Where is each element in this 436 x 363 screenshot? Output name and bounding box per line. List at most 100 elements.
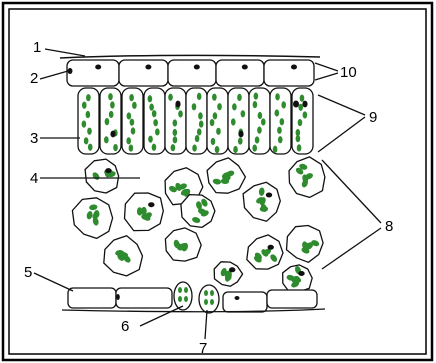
nucleus xyxy=(105,168,111,173)
palisade-layer xyxy=(78,88,313,154)
chloroplast xyxy=(199,120,204,127)
chloroplast xyxy=(210,290,214,296)
chloroplast xyxy=(109,111,114,118)
chloroplast xyxy=(217,103,222,110)
chloroplast xyxy=(184,287,188,293)
chloroplast xyxy=(127,112,132,119)
chloroplast xyxy=(278,136,283,143)
chloroplast xyxy=(204,290,208,296)
nucleus xyxy=(293,101,299,108)
nucleus xyxy=(229,267,235,272)
chloroplast xyxy=(192,144,197,151)
chloroplast xyxy=(216,128,221,135)
label-1: 1 xyxy=(33,39,41,56)
label-5: 5 xyxy=(24,264,32,281)
chloroplast xyxy=(275,109,280,116)
nucleus xyxy=(68,68,73,74)
chloroplast xyxy=(273,146,278,153)
nucleus xyxy=(110,131,115,138)
chloroplast xyxy=(82,121,87,128)
chloroplast xyxy=(153,119,158,126)
label-2: 2 xyxy=(30,70,38,87)
chloroplast xyxy=(86,111,91,118)
nucleus xyxy=(291,65,297,70)
chloroplast xyxy=(298,119,303,126)
spongy-layer xyxy=(72,157,325,292)
guard-cell xyxy=(174,282,192,310)
epidermis-cell xyxy=(116,288,172,308)
chloroplast xyxy=(82,102,87,109)
nucleus xyxy=(194,65,200,70)
nucleus xyxy=(266,193,272,198)
chloroplast xyxy=(261,118,266,125)
chloroplast xyxy=(130,119,135,126)
chloroplast xyxy=(198,112,203,119)
chloroplast xyxy=(113,144,118,151)
chloroplast xyxy=(126,137,131,144)
chloroplast xyxy=(210,119,215,126)
label-6: 6 xyxy=(121,318,129,335)
chloroplast xyxy=(275,93,280,100)
guard-cell xyxy=(199,285,219,313)
chloroplast xyxy=(238,138,243,145)
spongy-cell xyxy=(72,198,112,239)
chloroplast xyxy=(110,101,115,108)
chloroplast xyxy=(241,110,246,117)
chloroplast xyxy=(131,127,136,134)
lower-cuticle-line xyxy=(62,309,325,312)
chloroplast xyxy=(197,128,202,135)
chloroplast xyxy=(168,94,173,101)
chloroplast xyxy=(277,127,282,134)
chloroplast xyxy=(210,299,214,305)
chloroplast xyxy=(84,137,89,144)
chloroplast xyxy=(149,104,154,111)
chloroplast xyxy=(212,94,217,101)
chloroplast xyxy=(233,146,238,153)
nucleus xyxy=(148,202,154,207)
palisade-cell xyxy=(186,88,207,154)
chloroplast xyxy=(231,118,236,125)
chloroplast xyxy=(252,144,257,151)
chloroplast xyxy=(280,118,285,125)
chloroplast xyxy=(297,144,302,151)
chloroplast xyxy=(257,127,262,134)
chloroplast xyxy=(296,135,301,142)
chloroplast xyxy=(303,111,308,118)
nucleus xyxy=(116,294,120,300)
chloroplast xyxy=(232,103,237,110)
chloroplast xyxy=(300,95,305,102)
chloroplast xyxy=(173,136,178,143)
label-8: 8 xyxy=(385,218,393,235)
label-3: 3 xyxy=(30,130,38,147)
epidermis-cell xyxy=(119,60,168,86)
chloroplast xyxy=(258,112,263,119)
palisade-cell xyxy=(249,88,270,154)
chloroplast xyxy=(213,112,218,119)
chloroplast xyxy=(298,104,303,111)
label-4: 4 xyxy=(30,170,38,187)
chloroplast xyxy=(155,128,160,135)
chloroplast xyxy=(129,144,134,151)
chloroplast xyxy=(129,94,134,101)
chloroplast xyxy=(215,146,220,153)
epidermis-cell xyxy=(168,60,216,86)
label-9: 9 xyxy=(369,109,377,126)
nucleus xyxy=(302,101,307,108)
chloroplast xyxy=(197,93,202,100)
chloroplast xyxy=(137,207,143,215)
chloroplast xyxy=(195,135,200,142)
nucleus xyxy=(298,271,304,276)
epidermis-cell xyxy=(68,288,116,308)
cuticle-line xyxy=(60,55,320,58)
epidermis-cell xyxy=(216,60,264,86)
chloroplast xyxy=(87,128,92,135)
chloroplast xyxy=(86,94,91,101)
nucleus xyxy=(238,131,243,138)
nucleus xyxy=(235,296,240,300)
nucleus xyxy=(268,245,274,250)
epidermis-cell xyxy=(223,292,267,312)
nucleus xyxy=(242,65,248,70)
chloroplast xyxy=(178,110,183,117)
